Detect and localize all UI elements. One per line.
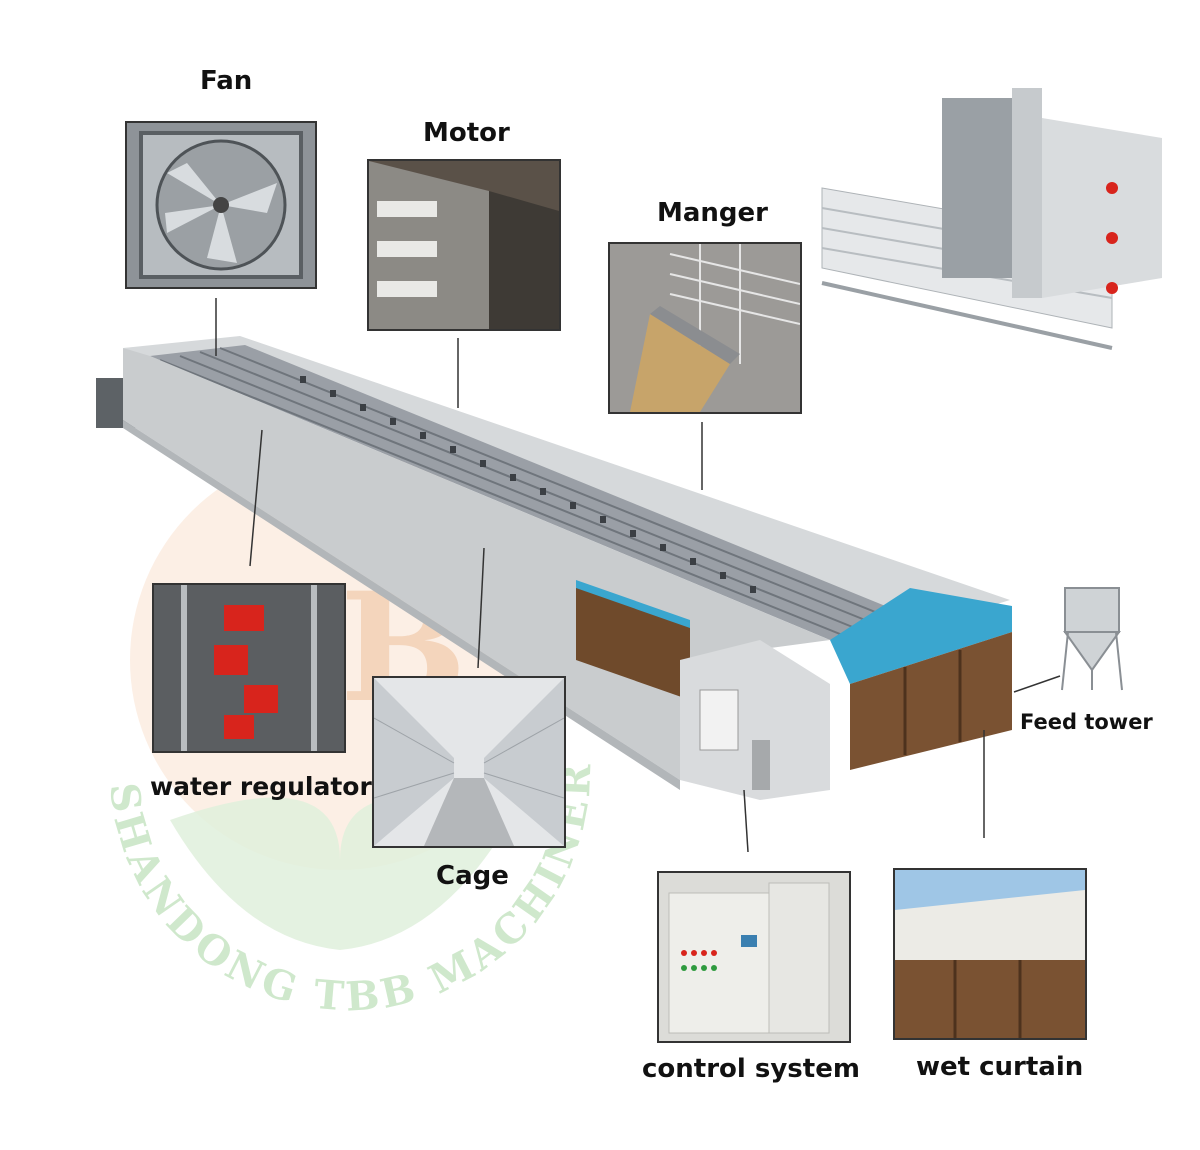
fan-photo	[125, 121, 317, 289]
wet-curtain-photo-art	[895, 870, 1085, 1038]
cage-machinery-illustration	[821, 88, 1162, 350]
cage-photo-art	[374, 678, 564, 846]
control-system-label: control system	[642, 1054, 860, 1084]
fan-photo-art	[127, 123, 315, 287]
fan-label: Fan	[200, 66, 253, 96]
feed-tower-label: Feed tower	[1020, 710, 1153, 734]
motor-label: Motor	[423, 118, 510, 148]
manger-label: Manger	[657, 198, 768, 228]
control-room	[680, 640, 830, 800]
water-regulator-photo-art	[154, 585, 344, 751]
manger-photo	[608, 242, 802, 414]
wet-curtain-photo	[893, 868, 1087, 1040]
feed-tower-illustration	[1061, 587, 1123, 691]
wet-curtain-label: wet curtain	[916, 1052, 1084, 1082]
leader-lines	[215, 298, 1061, 853]
end-roof	[830, 588, 1012, 684]
motor-photo-art	[369, 161, 559, 329]
cage-label: Cage	[436, 861, 509, 891]
manger-photo-art	[610, 244, 800, 412]
motor-photo	[367, 159, 561, 331]
control-system-photo	[657, 871, 851, 1043]
cage-photo	[372, 676, 566, 848]
control-system-photo-art	[659, 873, 849, 1041]
water-regulator-photo	[152, 583, 346, 753]
water-regulator-label: water regulator	[150, 772, 372, 801]
